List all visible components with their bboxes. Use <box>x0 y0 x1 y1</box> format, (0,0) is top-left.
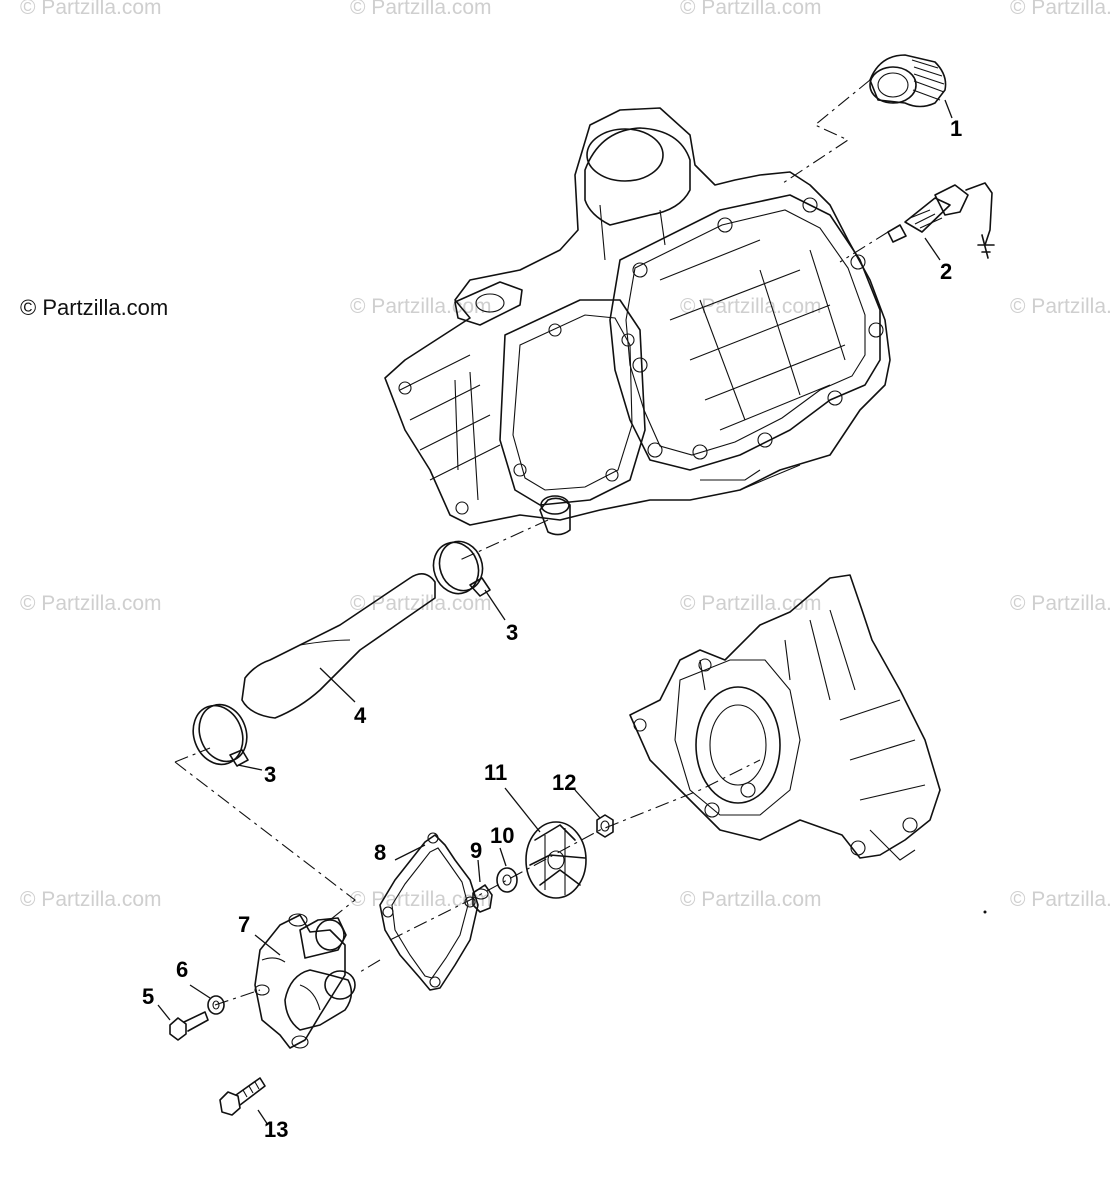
part-6-washer <box>207 995 225 1015</box>
callout-13: 13 <box>264 1117 288 1142</box>
copyright-notice: © Partzilla.com <box>20 295 169 320</box>
watermark: © Partzilla.com <box>1010 888 1110 911</box>
part-5-bolt <box>169 1011 209 1041</box>
watermark: © Partzilla.com <box>680 888 822 911</box>
part-4-coolant-hose <box>241 573 436 719</box>
part-8-gasket <box>379 832 479 991</box>
callout-12: 12 <box>552 770 576 795</box>
part-2-temp-sensor <box>887 182 995 259</box>
watermark: © Partzilla.com <box>350 592 492 615</box>
callout-8: 8 <box>374 840 386 865</box>
watermark: © Partzilla.com <box>680 592 822 615</box>
part-9-seal <box>472 884 493 913</box>
watermark: © Partzilla.com <box>20 888 162 911</box>
callout-4: 4 <box>354 703 367 728</box>
watermark: © Partzilla.com <box>350 0 492 19</box>
callout-9: 9 <box>470 838 482 863</box>
part-13-bolt <box>219 1077 266 1116</box>
part-11-impeller <box>525 821 587 899</box>
leader-lines <box>157 99 953 1126</box>
crankcase-illustration <box>629 574 941 861</box>
callout-11: 11 <box>484 760 507 785</box>
part-10-washer <box>496 867 518 893</box>
watermark: © Partzilla.com <box>350 888 492 911</box>
assembly-lines <box>174 79 889 1006</box>
callout-3-upper: 3 <box>506 620 518 645</box>
part-7-pump-cover <box>254 913 356 1049</box>
watermark: © Partzilla.com <box>20 0 162 19</box>
watermark: © Partzilla.com <box>680 295 822 318</box>
watermark: © Partzilla.com <box>1010 592 1110 615</box>
part-3-hose-clamp-lower <box>192 703 249 767</box>
part-3-hose-clamp-upper <box>432 540 491 597</box>
callout-7: 7 <box>238 912 250 937</box>
callout-6: 6 <box>176 957 188 982</box>
cylinder-head-illustration <box>384 107 891 536</box>
callout-2: 2 <box>940 259 952 284</box>
watermark: © Partzilla.com <box>1010 0 1110 19</box>
part-1-thermostat-cap <box>869 54 947 108</box>
watermark: © Partzilla.com <box>680 0 822 19</box>
callout-5: 5 <box>142 984 154 1009</box>
callouts: 1 2 3 4 3 8 11 12 10 9 7 6 5 13 <box>142 116 962 1142</box>
watermark: © Partzilla.com <box>1010 295 1110 318</box>
stray-dot <box>983 910 987 914</box>
watermark: © Partzilla.com <box>20 592 162 615</box>
callout-10: 10 <box>490 823 514 848</box>
callout-1: 1 <box>950 116 962 141</box>
callout-3-lower: 3 <box>264 762 276 787</box>
